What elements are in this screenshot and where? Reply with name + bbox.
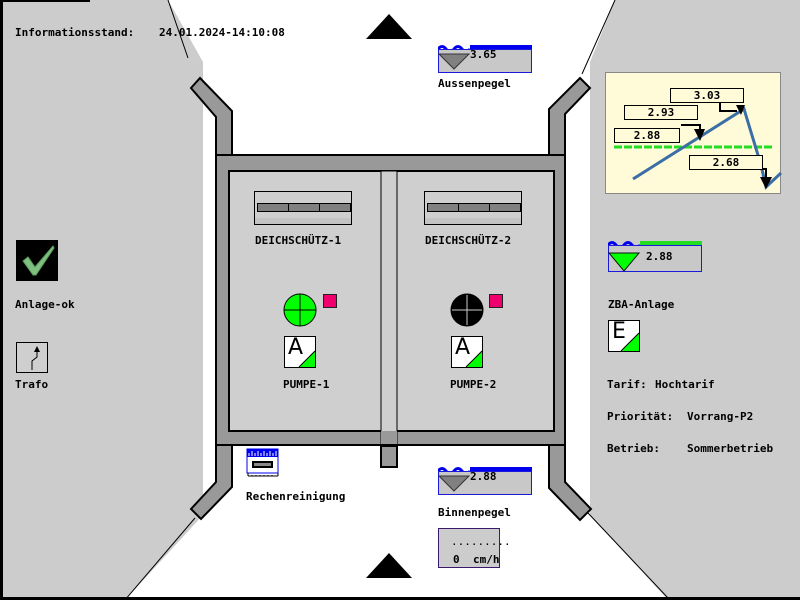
rake-cleaner-icon: [246, 448, 279, 477]
zba-mode-button[interactable]: E: [608, 320, 640, 352]
rate-unit: cm/h: [473, 553, 500, 566]
pump-2-mode-letter: A: [455, 336, 471, 360]
aussenpegel-label: Aussenpegel: [438, 77, 511, 90]
prioritaet-value: Vorrang-P2: [687, 410, 754, 423]
checkmark-icon: [22, 245, 55, 276]
zba-gauge[interactable]: 2.88: [608, 240, 704, 272]
deichschuetz-1-label: DEICHSCHÜTZ-1: [255, 234, 342, 247]
pump-1-mode-button[interactable]: A: [284, 336, 316, 368]
left-top-edge: [167, 0, 189, 59]
pointer-arrow-icon: [760, 177, 772, 189]
zba-label: ZBA-Anlage: [608, 298, 675, 311]
deichschuetz-1-gate[interactable]: [254, 191, 352, 225]
right-bottom-edge: [587, 512, 669, 599]
trend-label-2: 2.93: [624, 105, 698, 120]
anlage-ok-label: Anlage-ok: [15, 298, 75, 311]
level-indicator-icon: [438, 53, 470, 70]
aussenpegel-gauge[interactable]: 3.65: [438, 44, 532, 73]
pointer-arrow-icon: [694, 129, 705, 141]
pump-1-label: PUMPE-1: [283, 378, 330, 391]
right-upper-wall: [548, 76, 592, 156]
left-bottom-edge: [124, 517, 196, 600]
betrieb-label: Betrieb:: [607, 442, 660, 455]
level-trend-panel[interactable]: 3.03 2.93 2.88 2.68: [605, 72, 782, 194]
pump-2-mode-button[interactable]: A: [451, 336, 483, 368]
gate-bar: [427, 203, 521, 212]
info-label: Informationsstand:: [15, 26, 135, 39]
aussenpegel-value: 3.65: [470, 48, 497, 61]
lightning-bolt-icon: [31, 346, 40, 370]
rechenreinigung-label: Rechenreinigung: [246, 490, 346, 503]
trafo-label: Trafo: [15, 378, 49, 391]
anlage-ok-button[interactable]: [16, 240, 58, 281]
auto-mode-icon: [465, 350, 482, 367]
binnenpegel-gauge[interactable]: 2.88: [438, 466, 532, 495]
pointer-arrow-icon: [736, 105, 745, 115]
left-embankment: [0, 0, 203, 600]
gate-base: [255, 218, 351, 224]
right-lower-wall: [548, 444, 593, 522]
rate-dots: .........: [451, 535, 511, 548]
pump-2-alarm-indicator: [489, 294, 503, 308]
manual-mode-icon: [620, 332, 639, 351]
pump-1-alarm-indicator: [323, 294, 337, 308]
pump-2-label: PUMPE-2: [450, 378, 497, 391]
tarif-label: Tarif:: [607, 378, 647, 391]
trend-label-ref: 2.88: [614, 128, 680, 143]
gate-bar: [257, 203, 351, 212]
zba-mode-letter: E: [612, 320, 626, 344]
scroll-down-arrow-icon[interactable]: [366, 553, 412, 578]
level-rate-display[interactable]: ......... 0 cm/h: [438, 528, 511, 568]
betrieb-value: Sommerbetrieb: [687, 442, 774, 455]
tarif-value: Hochtarif: [655, 378, 715, 391]
pump-2-status-icon[interactable]: [450, 293, 484, 327]
rechenreinigung-button[interactable]: [246, 448, 279, 477]
deichschuetz-2-label: DEICHSCHÜTZ-2: [425, 234, 512, 247]
pump-1-mode-letter: A: [288, 336, 304, 360]
level-indicator-icon: [438, 475, 470, 492]
top-border: [0, 0, 90, 2]
deichschuetz-2-gate[interactable]: [424, 191, 522, 225]
rate-value: 0: [453, 553, 460, 566]
prioritaet-label: Priorität:: [607, 410, 674, 423]
binnenpegel-value: 2.88: [470, 470, 497, 483]
trend-label-min: 2.68: [689, 155, 763, 170]
zba-value: 2.88: [646, 250, 673, 263]
center-divider: [380, 170, 398, 468]
trend-label-max: 3.03: [670, 88, 744, 103]
right-top-edge: [581, 0, 616, 75]
auto-mode-icon: [298, 350, 315, 367]
level-indicator-icon: [608, 252, 640, 271]
gate-base: [425, 218, 521, 224]
pump-1-status-icon[interactable]: [283, 293, 317, 327]
divider-band: [381, 431, 397, 445]
info-timestamp: 24.01.2024-14:10:08: [159, 26, 285, 39]
trafo-button[interactable]: [16, 342, 48, 373]
divider-foot: [380, 445, 398, 468]
binnenpegel-label: Binnenpegel: [438, 506, 511, 519]
scroll-up-arrow-icon[interactable]: [366, 14, 412, 39]
